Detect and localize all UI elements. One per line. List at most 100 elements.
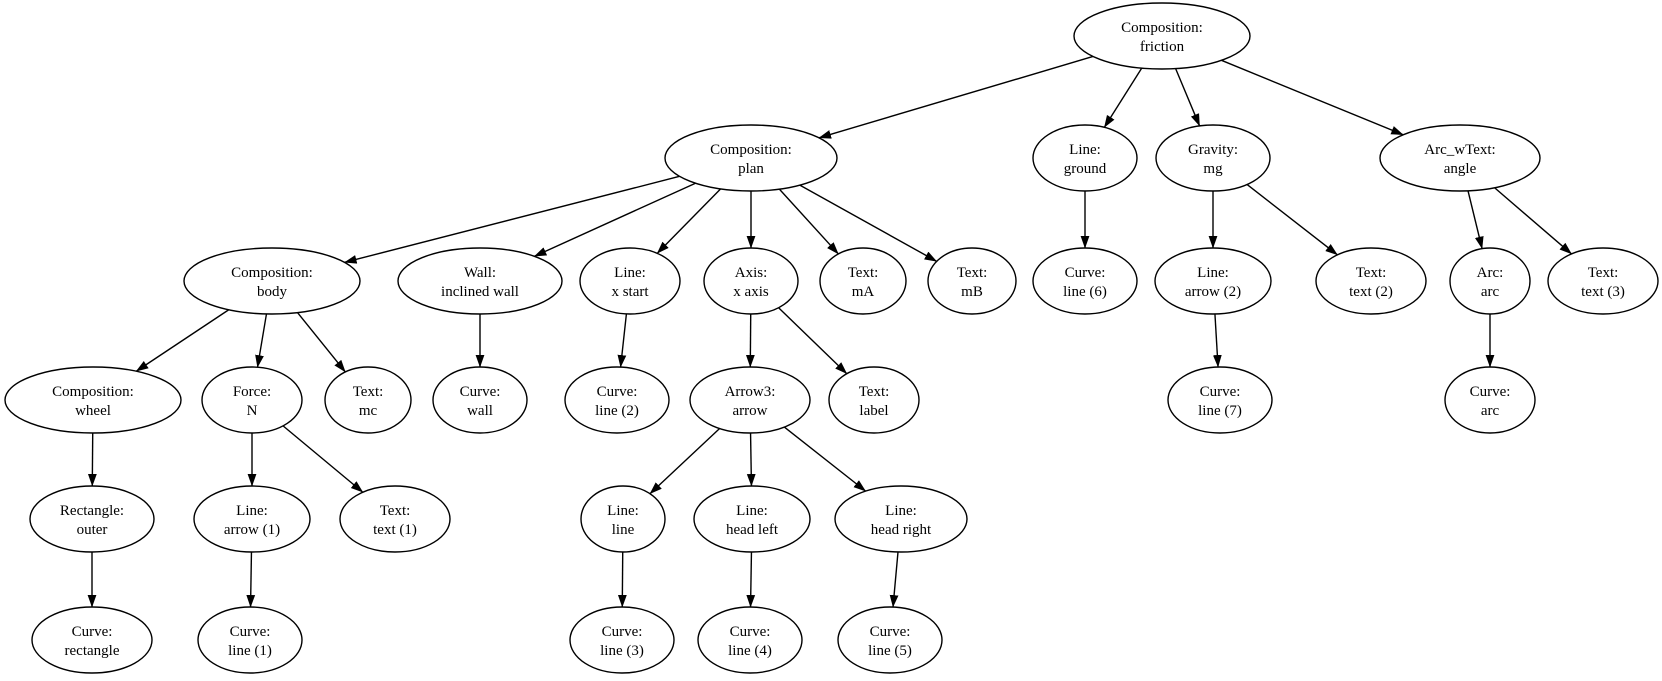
node-label-type: Composition: bbox=[231, 265, 313, 281]
node-label-type: Arc_wText: bbox=[1424, 142, 1495, 158]
tree-node-wallc: Curve: wall bbox=[432, 366, 528, 434]
node-label-name: text (1) bbox=[373, 522, 417, 538]
node-label-type: Axis: bbox=[735, 265, 768, 281]
tree-node-line1: Curve:line (1) bbox=[197, 606, 303, 674]
node-label-name: text (3) bbox=[1581, 284, 1625, 300]
node-label-type: Force: bbox=[233, 384, 271, 400]
node-label-name: line bbox=[612, 522, 635, 538]
node-ellipse bbox=[201, 366, 303, 434]
node-label-name: text (2) bbox=[1349, 284, 1393, 300]
edge-mg-text2 bbox=[1246, 183, 1338, 256]
tree-node-label: Text:label bbox=[828, 366, 920, 434]
edge-plan-mA bbox=[778, 188, 839, 255]
node-label-type: Composition: bbox=[52, 384, 134, 400]
tree-node-text2: Text:text (2) bbox=[1315, 247, 1427, 315]
node-ellipse bbox=[664, 124, 838, 192]
edge-body-wheel bbox=[135, 309, 230, 372]
node-label-name: inclined wall bbox=[441, 284, 519, 300]
node-ellipse bbox=[1154, 247, 1272, 315]
node-label-name: angle bbox=[1444, 161, 1477, 177]
tree-node-body: Composition:body bbox=[183, 247, 361, 315]
node-label-type: Gravity: bbox=[1188, 142, 1238, 158]
edge-friction-angle bbox=[1221, 59, 1404, 136]
node-label-type: Text: bbox=[957, 265, 988, 281]
tree-node-line3: Curve:line (3) bbox=[569, 606, 675, 674]
node-label-type: Rectangle: bbox=[60, 503, 124, 519]
node-ellipse bbox=[193, 485, 311, 553]
node-label-type: Curve: bbox=[1470, 384, 1511, 400]
node-label-name: x start bbox=[611, 284, 649, 300]
node-label-type: Text: bbox=[1588, 265, 1619, 281]
node-label-type: Line: bbox=[885, 503, 917, 519]
node-ellipse bbox=[31, 606, 153, 674]
node-label-type: Composition: bbox=[1121, 20, 1203, 36]
node-label-type: Curve: bbox=[597, 384, 638, 400]
node-ellipse bbox=[1379, 124, 1541, 192]
edge-arrow2-line7 bbox=[1212, 313, 1222, 368]
node-label-name: mg bbox=[1203, 161, 1223, 177]
node-label-name: head left bbox=[726, 522, 779, 538]
edge-plan-wall bbox=[533, 182, 696, 257]
node-ellipse bbox=[580, 485, 666, 553]
node-ellipse bbox=[1315, 247, 1427, 315]
node-ellipse bbox=[1547, 247, 1659, 315]
node-label-type: Curve: bbox=[72, 624, 113, 640]
node-ellipse bbox=[1444, 366, 1536, 434]
node-label-name: line (3) bbox=[600, 643, 644, 659]
edge-plan-mB bbox=[799, 184, 938, 262]
node-ellipse bbox=[689, 366, 811, 434]
edge-angle-text3 bbox=[1494, 187, 1572, 255]
tree-node-line5: Curve:line (5) bbox=[837, 606, 943, 674]
tree-node-arrow1: Line:arrow (1) bbox=[193, 485, 311, 553]
node-ellipse bbox=[837, 606, 943, 674]
node-ellipse bbox=[834, 485, 968, 553]
node-ellipse bbox=[29, 485, 155, 553]
edge-layer bbox=[87, 55, 1572, 608]
node-ellipse bbox=[1449, 247, 1531, 315]
edge-headr-line5 bbox=[889, 551, 899, 608]
node-ellipse bbox=[703, 247, 799, 315]
node-label-name: line (7) bbox=[1198, 403, 1242, 419]
node-label-name: mB bbox=[961, 284, 983, 300]
node-label-name: ground bbox=[1064, 161, 1107, 177]
node-ellipse bbox=[1032, 247, 1138, 315]
edge-friction-ground bbox=[1103, 67, 1143, 128]
tree-node-line2: Curve: line (2) bbox=[564, 366, 670, 434]
node-ellipse bbox=[569, 606, 675, 674]
node-ellipse bbox=[1167, 366, 1273, 434]
node-label-name: line (1) bbox=[228, 643, 272, 659]
node-label-type: Line: bbox=[1069, 142, 1101, 158]
tree-node-arrow2: Line:arrow (2) bbox=[1154, 247, 1272, 315]
node-label-name: line (6) bbox=[1063, 284, 1107, 300]
tree-node-line6: Curve:line (6) bbox=[1032, 247, 1138, 315]
tree-node-text1: Text:text (1) bbox=[339, 485, 451, 553]
node-layer: Composition:frictionComposition:planLine… bbox=[4, 2, 1659, 674]
tree-node-xstart: Line:x start bbox=[579, 247, 681, 315]
tree-node-arc: Arc:arc bbox=[1449, 247, 1531, 315]
node-ellipse bbox=[183, 247, 361, 315]
tree-node-outer: Rectangle:outer bbox=[29, 485, 155, 553]
tree-node-plan: Composition:plan bbox=[664, 124, 838, 192]
node-ellipse bbox=[828, 366, 920, 434]
edge-friction-plan bbox=[818, 55, 1094, 139]
node-label-name: line (2) bbox=[595, 403, 639, 419]
node-label-type: Curve: bbox=[730, 624, 771, 640]
node-ellipse bbox=[564, 366, 670, 434]
node-label-name: mA bbox=[852, 284, 875, 300]
edge-arrow3-linen bbox=[649, 427, 721, 495]
node-label-type: Line: bbox=[736, 503, 768, 519]
node-label-type: Curve: bbox=[460, 384, 501, 400]
tree-node-line4: Curve:line (4) bbox=[697, 606, 803, 674]
node-ellipse bbox=[1155, 124, 1271, 192]
node-label-name: arc bbox=[1481, 284, 1500, 300]
node-label-type: Text: bbox=[859, 384, 890, 400]
node-label-name: plan bbox=[738, 161, 764, 177]
node-ellipse bbox=[1073, 2, 1251, 70]
node-label-type: Text: bbox=[353, 384, 384, 400]
node-label-type: Line: bbox=[607, 503, 639, 519]
tree-node-wheel: Composition:wheel bbox=[4, 366, 182, 434]
node-label-type: Curve: bbox=[1200, 384, 1241, 400]
tree-node-linen: Line: line bbox=[580, 485, 666, 553]
node-label-name: wall bbox=[467, 403, 493, 419]
